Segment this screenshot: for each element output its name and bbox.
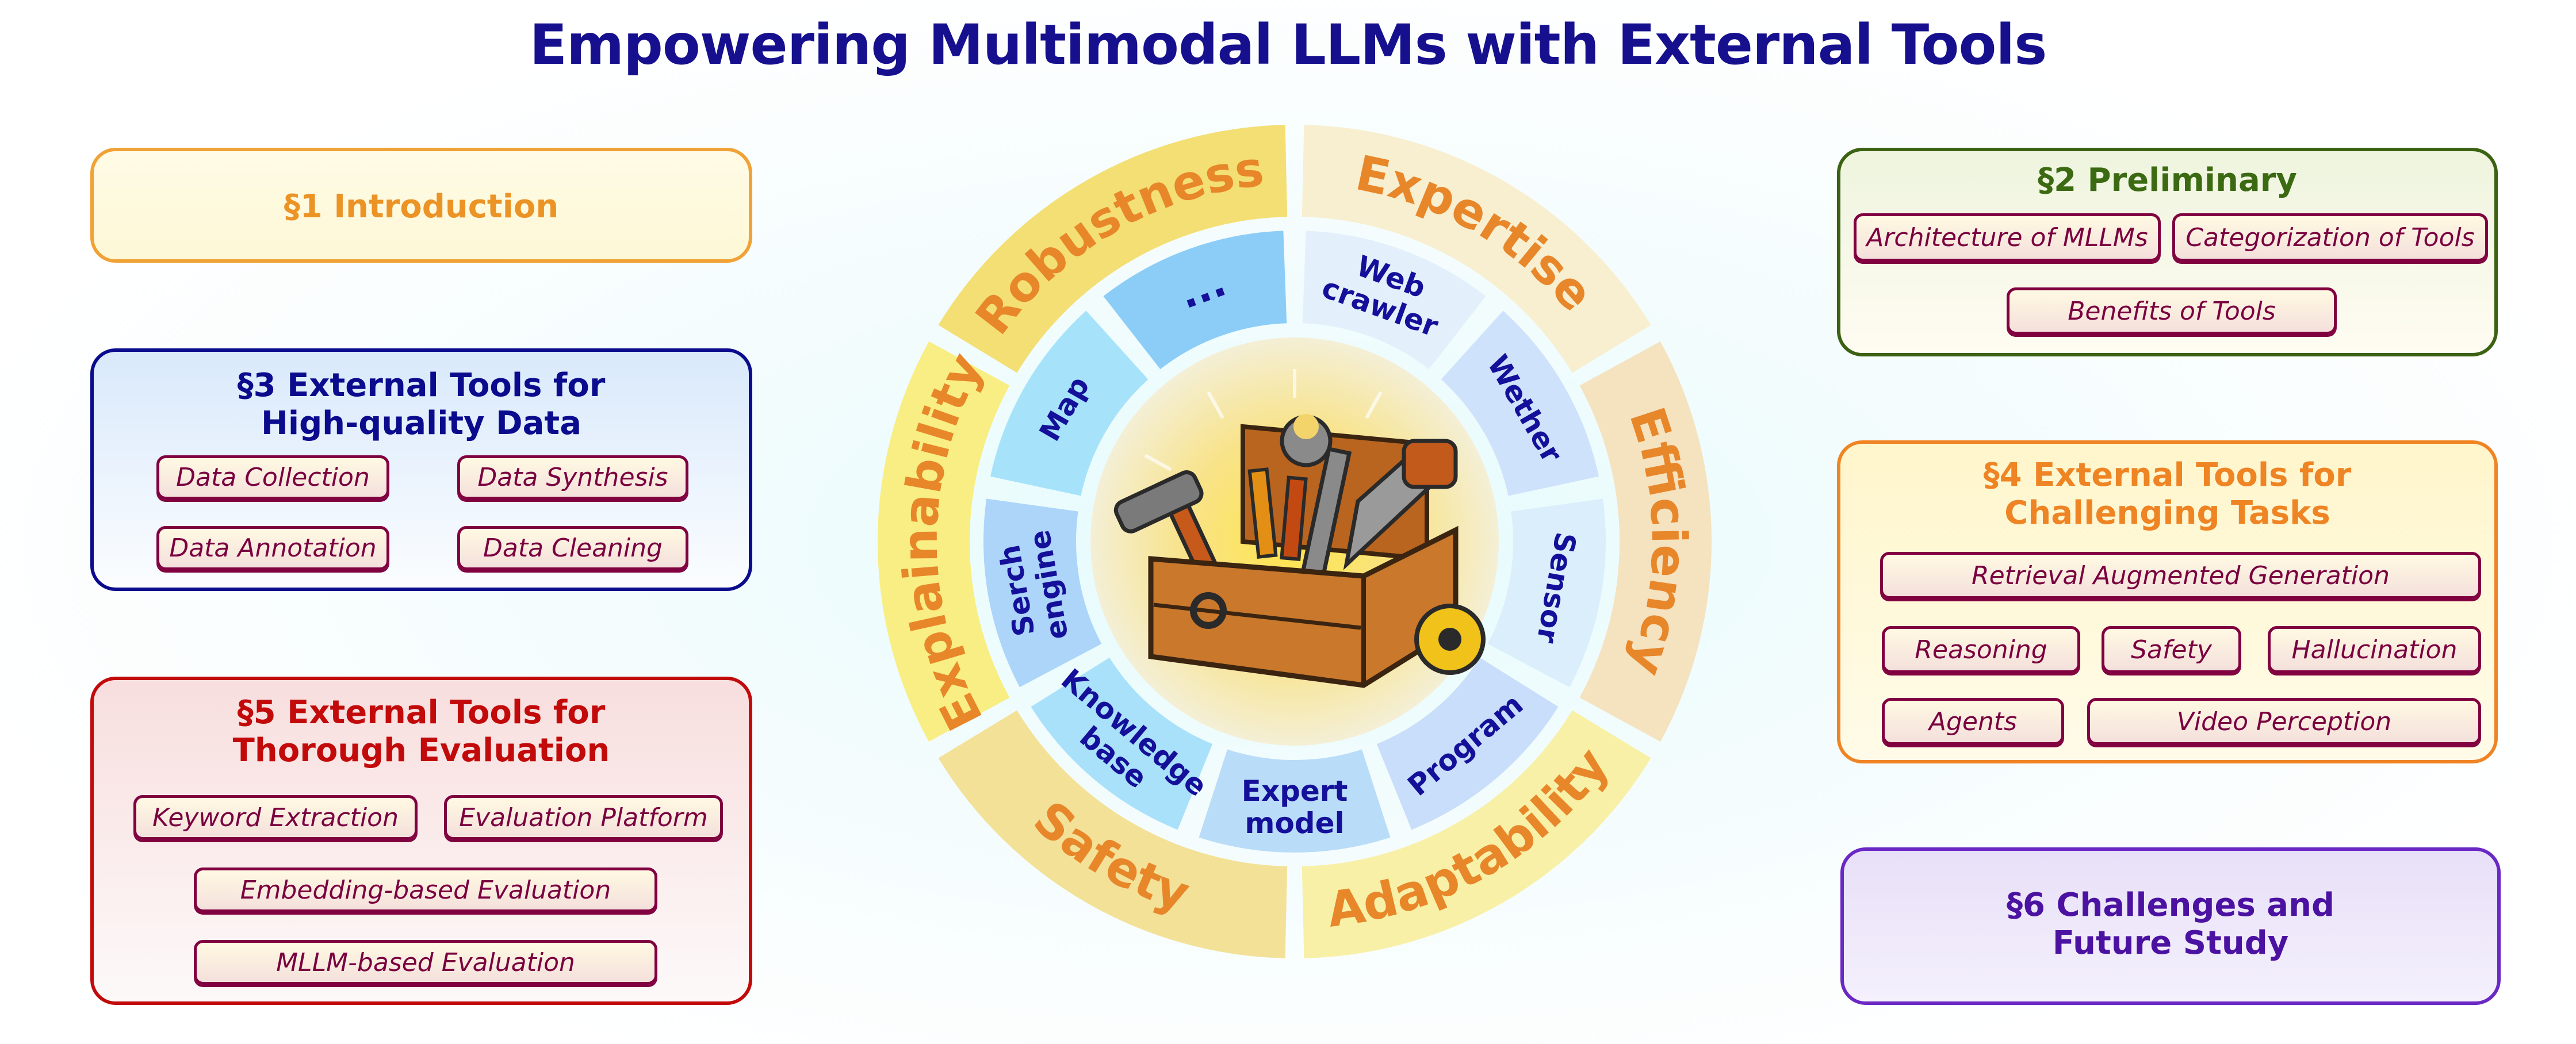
inner-segment bbox=[983, 498, 1102, 688]
title-line: Thorough Evaluation bbox=[232, 732, 610, 769]
chip-data-cleaning: Data Cleaning bbox=[457, 526, 688, 570]
section-preliminary: §2 Preliminary Architecture of MLLMs Cat… bbox=[1837, 148, 2498, 356]
inner-ring: WebcrawlerWetherSensorProgramExpertmodel… bbox=[983, 231, 1606, 853]
chip-data-annotation: Data Annotation bbox=[156, 526, 389, 570]
title-line: Future Study bbox=[2052, 924, 2289, 962]
chip-data-synthesis: Data Synthesis bbox=[457, 455, 688, 500]
chip-mllm-evaluation: MLLM-based Evaluation bbox=[194, 940, 657, 985]
chip-reasoning: Reasoning bbox=[1882, 626, 2080, 673]
chip-categorization: Categorization of Tools bbox=[2172, 213, 2488, 262]
chip-hallucination: Hallucination bbox=[2268, 626, 2481, 673]
title-line: §5 External Tools for bbox=[237, 694, 606, 731]
chip-video-perception: Video Perception bbox=[2087, 698, 2481, 745]
chip-keyword-extraction: Keyword Extraction bbox=[133, 795, 418, 840]
chip-embedding-evaluation: Embedding-based Evaluation bbox=[194, 868, 657, 912]
title-line: Challenging Tasks bbox=[2004, 494, 2330, 532]
outer-segment-explainability bbox=[878, 341, 1010, 742]
chip-benefits: Benefits of Tools bbox=[2007, 287, 2337, 335]
outer-segment-expertise bbox=[1302, 125, 1651, 373]
section-title: §2 Preliminary bbox=[2038, 162, 2297, 199]
section-introduction: §1 Introduction bbox=[90, 148, 752, 263]
title-line: §6 Challenges and bbox=[2006, 886, 2335, 924]
outer-segment-efficiency bbox=[1579, 341, 1712, 742]
chip-safety: Safety bbox=[2102, 626, 2241, 673]
toolbox-icon bbox=[1090, 337, 1499, 746]
outer-segment-robustness bbox=[938, 125, 1288, 373]
diagram-title: Empowering Multimodal LLMs with External… bbox=[529, 13, 2047, 77]
inner-segment bbox=[1302, 231, 1486, 370]
inner-segment bbox=[1103, 231, 1287, 370]
inner-segment bbox=[990, 310, 1149, 496]
section-title: §1 Introduction bbox=[284, 188, 559, 225]
tool-label: model bbox=[1245, 807, 1344, 840]
chip-rag: Retrieval Augmented Generation bbox=[1880, 552, 2481, 599]
tool-label: Expert bbox=[1242, 774, 1348, 808]
outer-segment-safety bbox=[938, 710, 1288, 958]
inner-segment bbox=[1487, 498, 1606, 688]
title-line: §4 External Tools for bbox=[1983, 456, 2352, 494]
chip-evaluation-platform: Evaluation Platform bbox=[444, 795, 723, 840]
inner-segment bbox=[1031, 657, 1213, 830]
inner-segment bbox=[1376, 657, 1559, 830]
chip-architecture: Architecture of MLLMs bbox=[1854, 213, 2161, 262]
inner-segment bbox=[1441, 310, 1599, 496]
chip-data-collection: Data Collection bbox=[156, 455, 389, 500]
chip-agents: Agents bbox=[1882, 698, 2064, 745]
inner-segment bbox=[1199, 749, 1391, 853]
outer-segment-adaptability bbox=[1302, 710, 1651, 958]
title-line: High-quality Data bbox=[261, 405, 581, 442]
title-line: §3 External Tools for bbox=[237, 367, 606, 404]
